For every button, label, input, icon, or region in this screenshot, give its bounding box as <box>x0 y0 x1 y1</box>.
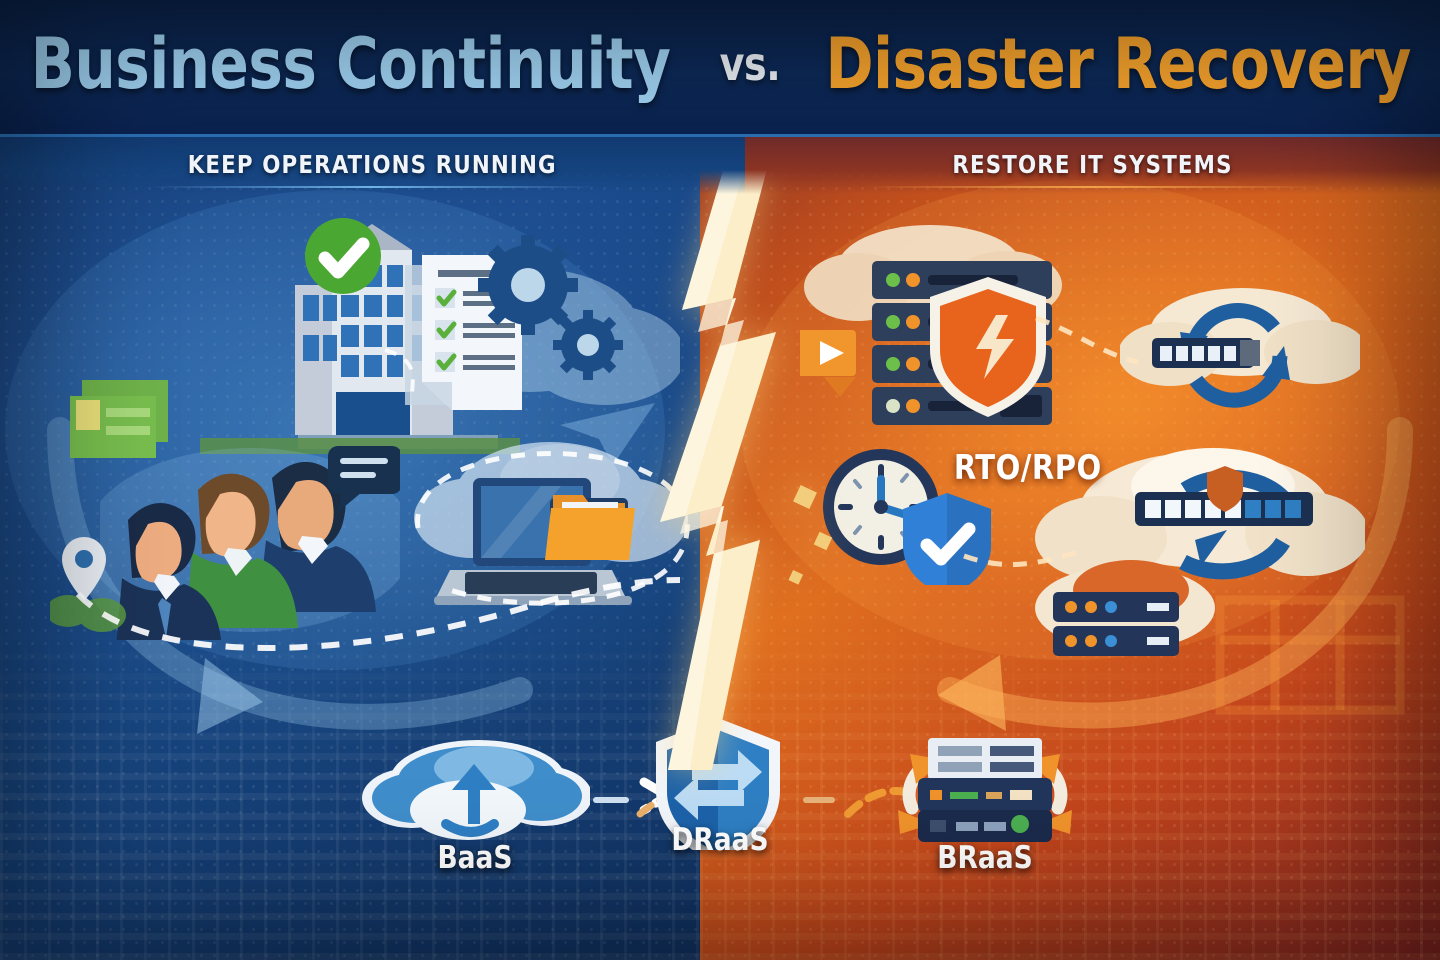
rto-rpo-label: RTO/RPO <box>953 448 1102 488</box>
left-subtitle-band: KEEP OPERATIONS RUNNING <box>0 134 745 194</box>
cloud-shape <box>1120 288 1360 386</box>
service-braas-label: BRaaS <box>937 840 1033 876</box>
service-draas-label: DRaaS <box>671 822 769 858</box>
gear-large-icon <box>478 235 578 335</box>
cloud-servers-icon <box>1035 560 1215 656</box>
lightning-bolt-icon <box>660 120 833 770</box>
cloud-sync-icon <box>1120 288 1360 408</box>
speech-bubble-icon <box>328 446 400 512</box>
right-subtitle: RESTORE IT SYSTEMS <box>952 149 1233 179</box>
right-subtitle-band: RESTORE IT SYSTEMS <box>745 134 1440 194</box>
right-subtitle-rule <box>865 186 1320 188</box>
connector-draas-braas <box>803 787 910 818</box>
mini-shield-icon <box>1207 466 1243 512</box>
server-cycle-icon <box>898 738 1072 842</box>
laptop-cloud-folder-icon <box>414 442 690 606</box>
people-team-icon <box>100 446 400 640</box>
dashed-connector-1 <box>384 348 415 397</box>
page-title: Business Continuity vs. Disaster Recover… <box>0 0 1440 128</box>
shield-check-icon <box>903 493 991 585</box>
gear-small-icon <box>553 310 623 380</box>
dashed-orbit <box>415 451 690 606</box>
shield-bolt-icon <box>930 277 1046 417</box>
title-disaster-recovery: Disaster Recovery <box>825 23 1412 105</box>
cloud-upload-icon <box>362 740 592 840</box>
server-bar <box>1152 338 1260 368</box>
person-man-suit <box>116 502 222 640</box>
money-stack-icon <box>70 380 168 458</box>
dashed-connector-right-1 <box>1035 315 1139 365</box>
server-rack-shield-icon <box>800 225 1062 425</box>
shield-swap-arrows-icon <box>656 718 780 864</box>
cloud-restore-progress-icon <box>1035 448 1365 656</box>
left-subtitle: KEEP OPERATIONS RUNNING <box>188 149 557 179</box>
dashed-flow-left <box>75 577 681 651</box>
left-subtitle-rule <box>150 186 595 188</box>
left-illustration-group <box>70 218 680 465</box>
title-business-continuity: Business Continuity <box>31 23 671 105</box>
service-baas-label: BaaS <box>437 840 513 876</box>
spark-shapes <box>788 485 833 585</box>
play-button-icon <box>800 330 856 397</box>
folder-icon <box>545 495 635 560</box>
service-braas[interactable]: BRaaS <box>870 728 1100 876</box>
service-draas[interactable]: DRaaS <box>640 710 800 864</box>
title-vs: vs. <box>719 37 780 91</box>
dashed-connector-right-2 <box>963 547 1085 568</box>
services-row: BaaS DRaaS <box>0 710 1440 960</box>
header-band: Business Continuity vs. Disaster Recover… <box>0 0 1440 137</box>
service-baas[interactable]: BaaS <box>360 728 592 876</box>
clock-shield-icon <box>823 449 991 585</box>
paper-plane-shape <box>560 403 655 465</box>
person-man-green <box>186 473 298 628</box>
check-badge-icon <box>305 218 381 294</box>
